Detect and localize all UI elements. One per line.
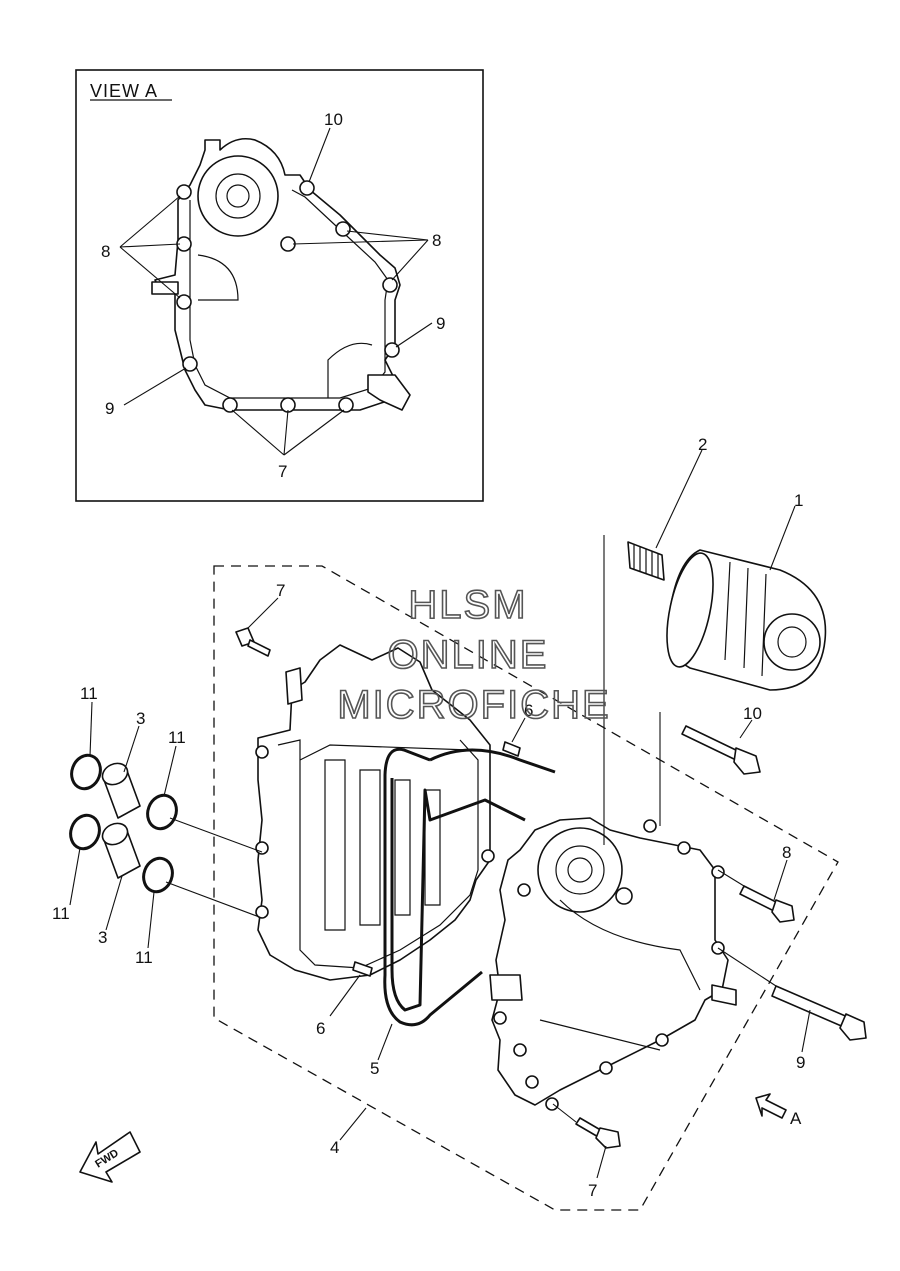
view-a-bolt-holes	[176, 180, 400, 413]
callout-1: 1	[794, 491, 803, 510]
view-a-filter-boss	[197, 155, 279, 237]
view-a-inset: VIEW A	[75, 69, 484, 502]
callout-4: 4	[330, 1138, 339, 1157]
assembly-lines	[165, 535, 777, 1123]
filter-nipple	[627, 541, 665, 581]
view-a-bolt-hole	[335, 221, 351, 237]
view-a-bolt-hole	[299, 180, 315, 196]
view-a-bolt-hole	[384, 342, 400, 358]
view-a-bolt-hole	[182, 356, 198, 372]
callout-6-top: 6	[524, 701, 533, 720]
view-a-bolt-hole	[176, 294, 192, 310]
view-a-filter-boss-inner	[215, 173, 261, 219]
collars	[101, 762, 141, 879]
assembly-boundary-dashed	[213, 565, 839, 1211]
callout-11-bottomright: 11	[135, 948, 153, 967]
view-a-callout-10: 10	[324, 110, 343, 129]
view-a-callout-9-left: 9	[105, 399, 114, 418]
bolts	[235, 627, 867, 1149]
view-a-title: VIEW A	[90, 81, 158, 101]
callout-5: 5	[370, 1059, 379, 1078]
callout-11-topleft: 11	[80, 684, 98, 703]
view-a-callout-7: 7	[278, 462, 287, 481]
o-rings	[69, 753, 178, 894]
callout-11-topright: 11	[168, 728, 186, 747]
callout-leaders	[69, 449, 811, 1179]
callout-6-bottom: 6	[316, 1019, 325, 1038]
callout-8: 8	[782, 843, 791, 862]
callout-a: A	[790, 1109, 802, 1128]
view-a-bolt-hole	[280, 236, 296, 252]
watermark-line-3: MICROFICHE	[337, 683, 610, 727]
view-a-arrow	[755, 1093, 787, 1119]
callout-2: 2	[698, 435, 707, 454]
view-a-leaders	[119, 127, 433, 456]
view-a-bolt-hole	[176, 184, 192, 200]
dowel-pins	[352, 741, 521, 977]
callout-3-top: 3	[136, 709, 145, 728]
callout-9: 9	[796, 1053, 805, 1072]
view-a-bolt-hole	[382, 277, 398, 293]
view-a-callout-9-right: 9	[436, 314, 445, 333]
main-cover-left	[255, 644, 495, 981]
watermark-line-2: ONLINE	[388, 633, 549, 677]
view-a-callout-8-right: 8	[432, 231, 441, 250]
cover-gasket	[383, 747, 556, 1027]
view-a-right-fitting	[367, 374, 411, 411]
callout-3-bottom: 3	[98, 928, 107, 947]
callout-7-bottom: 7	[588, 1181, 597, 1200]
callout-7-top: 7	[276, 581, 285, 600]
view-a-bolt-hole	[338, 397, 354, 413]
watermark-line-1: HLSM	[408, 583, 527, 627]
callout-numbers: 1 2 7 10 6 11 3 11 8 11 3 11 6 9 5 A 4 7	[52, 435, 805, 1200]
view-a-callout-8-left: 8	[101, 242, 110, 261]
view-a-filter-boss-hole	[226, 184, 250, 208]
watermark: HLSM ONLINE MICROFICHE	[337, 582, 610, 728]
view-a-bolt-hole	[222, 397, 238, 413]
main-cover-right	[489, 817, 737, 1111]
view-a-quarter-arc	[197, 254, 239, 301]
callout-11-bottomleft: 11	[52, 904, 70, 923]
callout-10: 10	[743, 704, 762, 723]
view-a-bolt-hole	[280, 397, 296, 413]
view-a-right-arc	[327, 342, 373, 398]
oil-filter	[666, 549, 827, 691]
fwd-arrow: FWD	[79, 1131, 141, 1183]
view-a-side-pipe	[151, 281, 179, 295]
